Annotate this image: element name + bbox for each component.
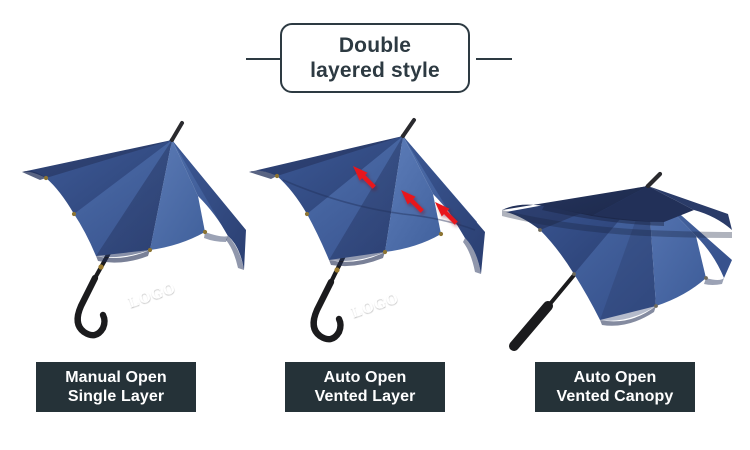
crook-hook-handle <box>310 278 344 343</box>
caption-line-1: Auto Open <box>573 369 657 386</box>
umbrella-rib-tips <box>43 175 208 253</box>
umbrella-ferrule-tip <box>401 118 416 138</box>
page-title-line-1: Double <box>338 34 412 57</box>
straight-rubber-grip <box>509 301 553 351</box>
umbrella-canopy <box>249 136 485 274</box>
product-caption-manual-open-single-layer: Manual Open Single Layer <box>36 362 196 412</box>
umbrella-ferrule-tip <box>645 171 663 189</box>
umbrella-upper-vent-canopy <box>502 186 732 238</box>
header-divider-right <box>476 58 512 60</box>
umbrella-illustration-vented-canopy <box>502 171 732 351</box>
product-image-manual-open-single-layer <box>0 110 250 358</box>
umbrella-rib-tips <box>538 228 708 308</box>
product-card-manual-open-single-layer[interactable]: LOGO Manual Open Single Layer <box>0 110 250 450</box>
vent-annotation-arrow-3 <box>435 202 458 225</box>
caption-line-1: Manual Open <box>65 369 167 386</box>
header-divider-left <box>246 58 282 60</box>
caption-line-2: Vented Canopy <box>556 388 674 405</box>
page-title-line-2: layered style <box>310 59 440 82</box>
product-caption-auto-open-vented-canopy: Auto Open Vented Canopy <box>535 362 695 412</box>
product-card-auto-open-vented-layer[interactable]: LOGO Auto Open Vented Layer <box>243 110 493 450</box>
umbrella-illustration-single-layer <box>22 121 246 339</box>
caption-line-1: Auto Open <box>323 369 407 386</box>
product-card-auto-open-vented-canopy[interactable]: Auto Open Vented Canopy <box>488 110 738 450</box>
product-image-auto-open-vented-canopy <box>488 110 738 358</box>
page-title-badge: Double layered style <box>280 23 470 93</box>
umbrella-canopy <box>22 140 246 270</box>
umbrella-illustration-vented-layer <box>249 118 485 343</box>
header-band: Double layered style <box>0 0 750 110</box>
vent-annotation-arrows <box>353 166 458 225</box>
caption-line-2: Vented Layer <box>314 388 416 405</box>
vent-annotation-arrow-1 <box>353 166 376 189</box>
product-image-auto-open-vented-layer <box>243 110 493 358</box>
umbrella-ferrule-tip <box>170 121 184 142</box>
shaft-collar-ring <box>334 267 340 273</box>
caption-line-2: Single Layer <box>67 388 165 405</box>
crook-hook-handle <box>74 274 108 339</box>
umbrella-rib-tips <box>274 173 444 255</box>
shaft-collar-ring <box>98 264 104 270</box>
product-caption-auto-open-vented-layer: Auto Open Vented Layer <box>285 362 445 412</box>
vent-annotation-arrow-2 <box>401 190 424 213</box>
